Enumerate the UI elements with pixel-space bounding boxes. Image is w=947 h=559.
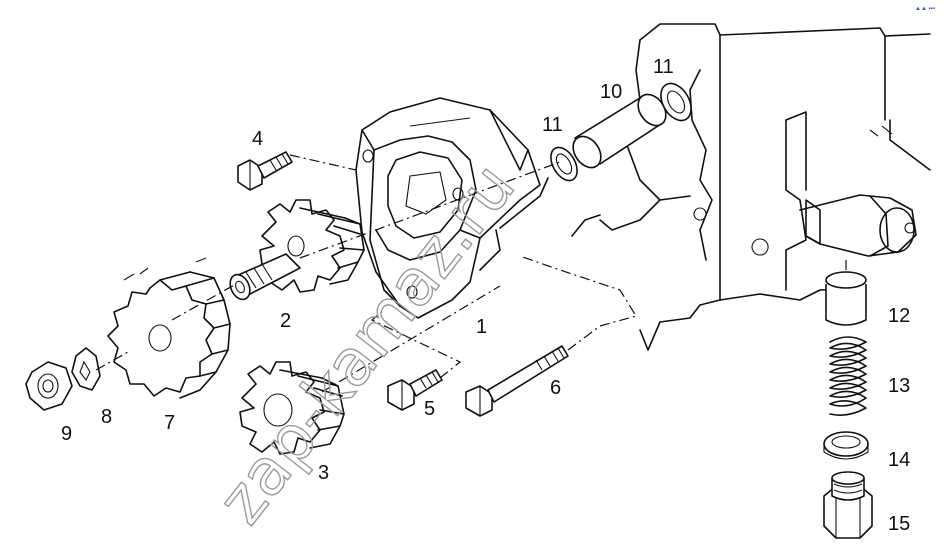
- nut-9: [25, 361, 73, 411]
- callout-1: 1: [476, 316, 487, 338]
- callout-3: 3: [318, 462, 329, 484]
- callout-13: 13: [888, 375, 910, 397]
- bolt-4: [237, 151, 293, 191]
- callout-2: 2: [280, 310, 291, 332]
- spring-13: [829, 336, 867, 416]
- callout-15: 15: [888, 513, 910, 535]
- callout-6: 6: [550, 377, 561, 399]
- callout-11-a: 11: [542, 114, 563, 136]
- callout-14: 14: [888, 449, 910, 471]
- callout-labels: 1 2 3 4 5 6 7 8 9 10 11 11 12 13 14 15: [61, 56, 910, 535]
- callout-11-b: 11: [653, 56, 674, 78]
- valve-plunger-12: [825, 271, 867, 326]
- callout-12: 12: [888, 305, 910, 327]
- bolt-5: [387, 369, 443, 411]
- seal-ring-11-b: [660, 82, 692, 122]
- sleeve-10: [572, 93, 667, 169]
- seal-ring-11-a: [550, 146, 578, 182]
- callout-10: 10: [600, 81, 622, 103]
- callout-7: 7: [164, 412, 175, 434]
- drive-gear-2: [229, 199, 365, 301]
- callout-9: 9: [61, 423, 72, 445]
- callout-8: 8: [101, 406, 112, 428]
- assembly-axes: [95, 154, 847, 393]
- plug-15: [823, 471, 873, 539]
- long-bolt-6: [465, 345, 569, 417]
- callout-4: 4: [252, 128, 263, 150]
- engine-block: [571, 23, 931, 351]
- corner-mark: ▲▲ ▪▪▪: [915, 6, 935, 12]
- callout-5: 5: [424, 398, 435, 420]
- large-gear-7: [107, 257, 231, 399]
- pump-housing-1: [355, 97, 549, 319]
- lock-washer-8: [71, 347, 101, 391]
- washer-14: [823, 431, 869, 460]
